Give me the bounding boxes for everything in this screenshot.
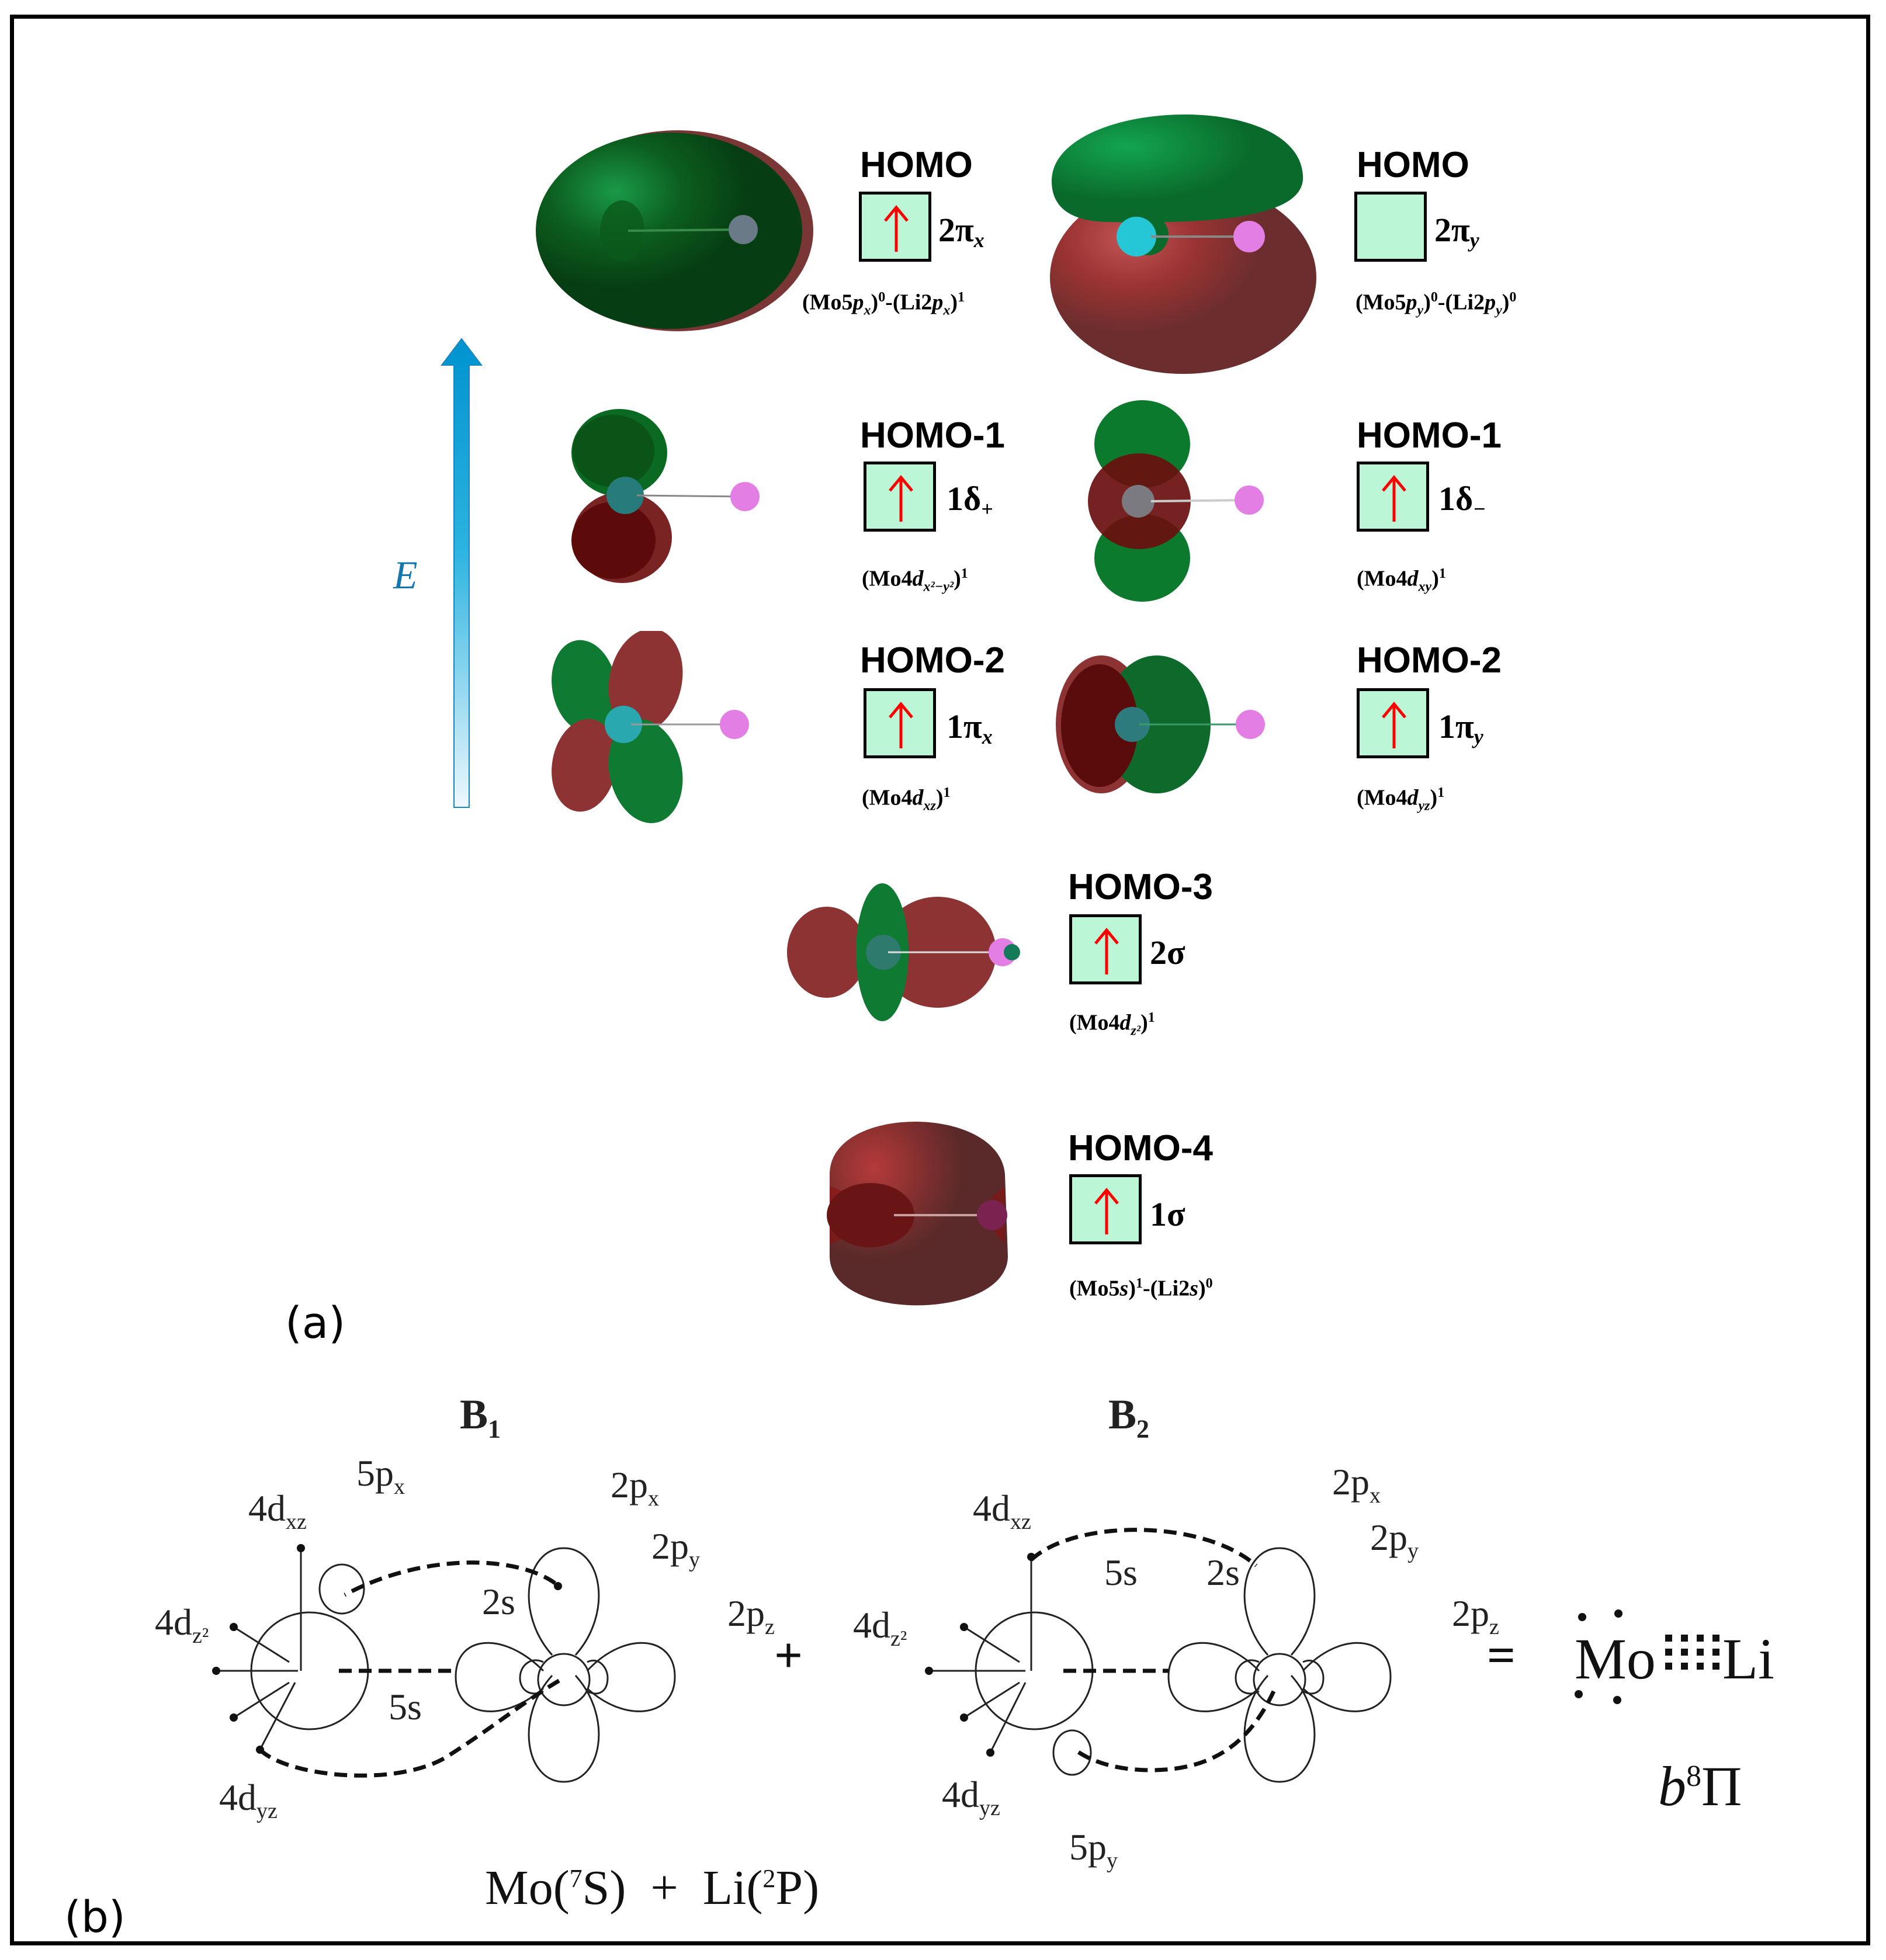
orbital-symbol: 2πy [1434,211,1479,252]
b2-4dxz-label: 4dxz [973,1487,1031,1534]
b1-2pz-label: 2pz [727,1593,775,1639]
plus-operator: + [774,1627,803,1683]
orbital-configuration: (Mo5py)0-(Li2py)0 [1355,290,1517,318]
b1-2py-label: 2py [651,1525,700,1572]
orbital-symbol: 1πy [1438,707,1483,748]
occupancy-box-empty [1354,192,1427,262]
orbital-isosurface-1pi-x [552,631,749,823]
b2-4dz2-label: 4dz² [853,1604,907,1651]
level-label: HOMO-3 [1068,867,1213,907]
orbital-configuration: (Mo5s)1-(Li2s)0 [1069,1276,1213,1301]
orbital-isosurface-2pi-x [536,130,813,331]
panel-a-label: (a) [285,1298,346,1348]
orbital-isosurface-1pi-y [1056,655,1265,793]
product-mo: Mo [1575,1626,1656,1691]
level-label: HOMO-2 [860,640,1005,681]
occupancy-box [859,192,931,262]
b2-4dyz-label: 4dyz [942,1774,1000,1820]
panel-b-label: (b) [64,1892,126,1942]
b2-5s-label: 5s [1104,1552,1138,1593]
energy-arrow-icon [440,338,483,808]
lewis-dots [1575,1609,1719,1704]
orbital-configuration: (Mo4dz²)1 [1069,1010,1155,1039]
b1-4dxz-label: 4dxz [248,1487,307,1534]
orbital-isosurface-2sigma [787,883,1020,1021]
occupancy-box [1069,1174,1142,1244]
spin-up-arrow-icon [1382,702,1406,748]
spin-up-arrow-icon [1094,928,1119,974]
occupancy-box [1357,688,1429,758]
orbital-symbol: 2πx [938,211,984,252]
b2-2s-label: 2s [1207,1552,1240,1593]
product-li: Li [1722,1626,1774,1691]
orbital-symbol: 1δ+ [947,480,993,521]
spin-up-arrow-icon [889,475,913,522]
spin-up-arrow-icon [889,702,913,748]
orbital-configuration: (Mo5px)0-(Li2px)1 [802,290,965,318]
b1-2px-label: 2px [611,1464,659,1511]
reactants-equation: Mo(7S) + Li(2P) [485,1861,820,1915]
b1-orbital-diagram [212,1544,676,1783]
b2-2py-label: 2py [1370,1517,1419,1563]
level-label: HOMO [860,145,973,185]
orbital-isosurface-2pi-y [1050,114,1316,374]
spin-up-arrow-icon [1382,475,1406,522]
occupancy-box [864,688,936,758]
occupancy-box [1357,462,1429,532]
figure-frame [10,15,1870,1945]
orbital-isosurface-1sigma [827,1122,1008,1306]
spin-up-arrow-icon [884,205,909,252]
equals-operator: = [1487,1627,1516,1683]
orbital-configuration: (Mo4dxy)1 [1357,566,1446,595]
energy-axis-label: E [393,553,418,597]
level-label: HOMO [1357,145,1469,185]
orbital-symbol: 2σ [1150,934,1185,972]
b2-title: B2 [1108,1391,1150,1444]
orbital-configuration: (Mo4dyz)1 [1357,785,1445,814]
b2-2px-label: 2px [1332,1461,1381,1508]
b2-5py-label: 5py [1069,1826,1118,1873]
level-label: HOMO-2 [1357,640,1502,681]
orbital-symbol: 1πx [947,707,993,748]
b1-4dz2-label: 4dz² [155,1601,209,1648]
orbital-symbol: 1δ− [1438,480,1486,521]
b2-2pz-label: 2pz [1452,1593,1499,1639]
b1-5px-label: 5px [356,1452,405,1499]
orbital-symbol: 1σ [1150,1195,1185,1233]
b1-4dyz-label: 4dyz [219,1777,278,1823]
orbital-configuration: (Mo4dxz)1 [862,785,951,814]
b1-title: B1 [460,1391,501,1444]
b1-5s-label: 5s [389,1686,422,1727]
level-label: HOMO-1 [1357,415,1502,456]
product-term-symbol: b8Π [1658,1755,1742,1817]
orbital-configuration: (Mo4dx²−y²)1 [862,566,968,595]
occupancy-box [864,462,936,532]
b1-2s-label: 2s [482,1581,515,1622]
orbital-isosurface-1delta-minus [1088,400,1264,602]
orbital-isosurface-1delta-plus [571,409,760,583]
level-label: HOMO-1 [860,415,1005,456]
occupancy-box [1069,914,1142,984]
b2-orbital-diagram [925,1528,1392,1783]
spin-up-arrow-icon [1094,1188,1119,1234]
level-label: HOMO-4 [1068,1128,1213,1168]
